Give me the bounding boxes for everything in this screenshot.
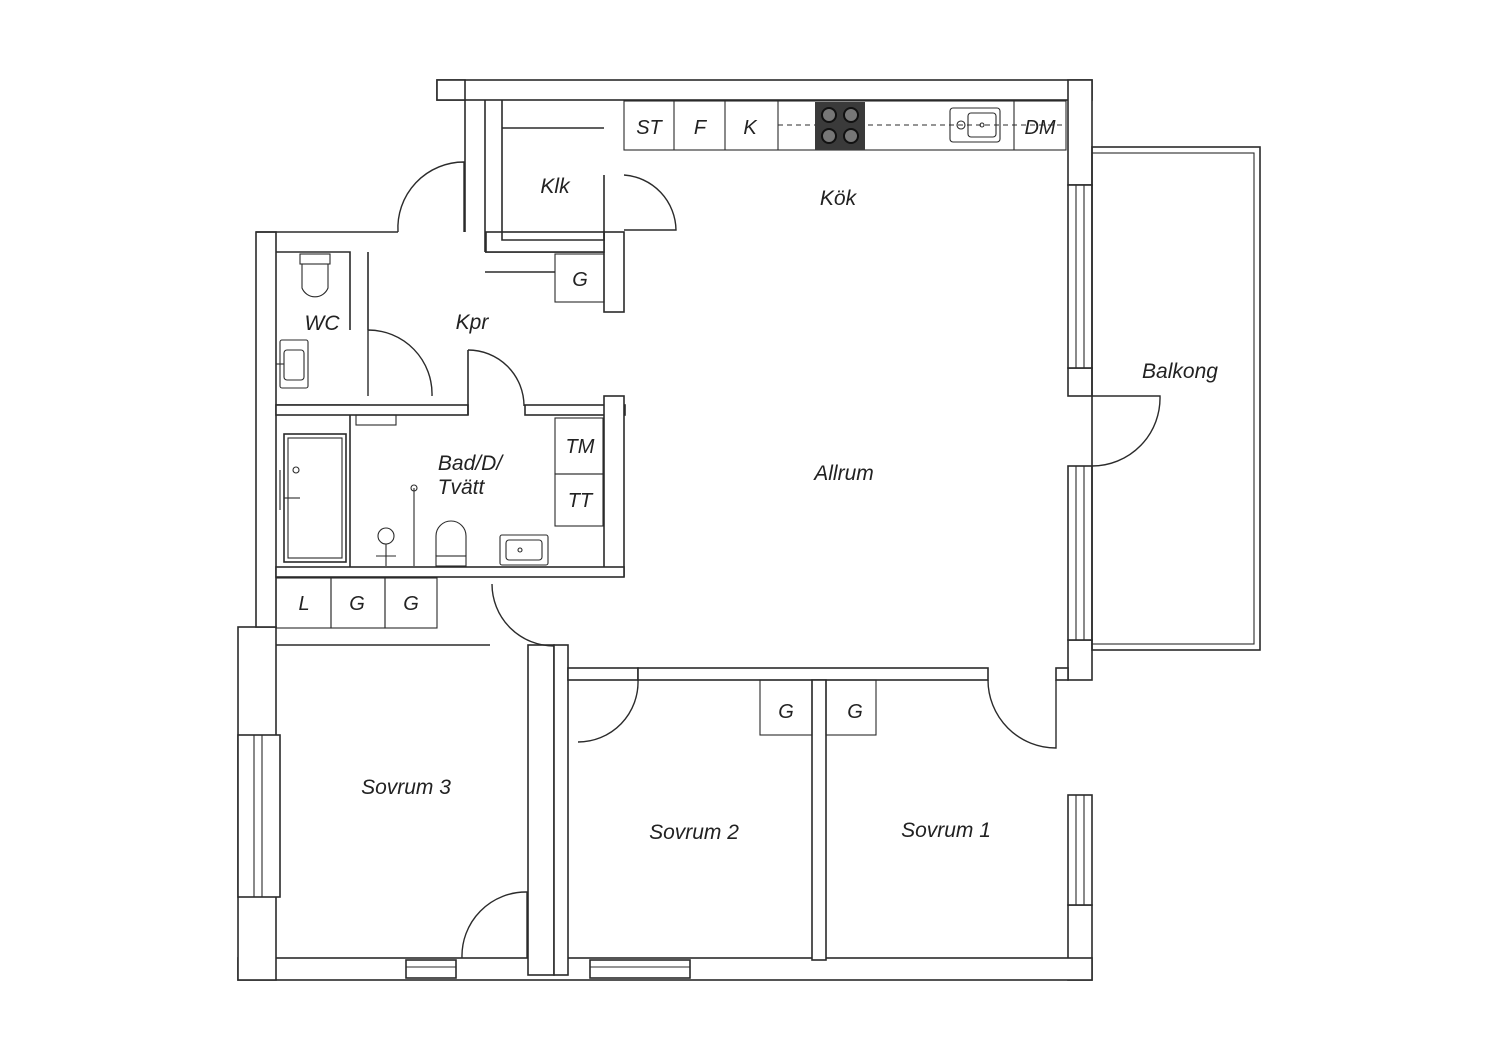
fixture-labels: ST F K DM TM TT L G G G G G — [298, 117, 1055, 723]
bathroom-fixtures — [276, 253, 549, 567]
kitchen-counter — [623, 100, 1067, 151]
washbasin-icon — [499, 534, 549, 566]
room-label-sovrum2: Sovrum 2 — [649, 821, 739, 844]
fixture-label-tm: TM — [566, 436, 595, 458]
fixture-label-k: K — [743, 117, 758, 139]
stove-icon — [815, 102, 865, 150]
fixture-label-f: F — [694, 117, 708, 139]
room-label-allrum: Allrum — [812, 462, 874, 485]
toilet-icon — [435, 520, 467, 567]
fixture-label-l: L — [298, 593, 309, 615]
room-label-kpr: Kpr — [456, 311, 490, 334]
shower-icon — [279, 433, 347, 563]
fixture-label-tt: TT — [568, 490, 594, 512]
fixture-label-g: G — [847, 701, 863, 723]
fixture-label-g: G — [572, 269, 588, 291]
fixture-label-g: G — [349, 593, 365, 615]
sink-icon — [949, 107, 1001, 143]
interior-walls — [256, 100, 1261, 976]
room-label-kok: Kök — [820, 187, 858, 210]
room-label-sovrum3: Sovrum 3 — [361, 776, 451, 799]
room-label-balkong: Balkong — [1142, 360, 1218, 383]
fixture-label-st: ST — [636, 117, 663, 139]
room-label-sovrum1: Sovrum 1 — [901, 819, 991, 842]
outer-walls — [237, 79, 1093, 981]
room-label-bad-line1: Bad/D/ — [438, 452, 504, 475]
room-label-bad-line2: Tvätt — [438, 476, 486, 499]
doors — [367, 161, 1161, 959]
room-label-wc: WC — [305, 312, 341, 335]
fixture-label-dm: DM — [1024, 117, 1055, 139]
tap-icon — [376, 527, 396, 566]
fixture-label-g: G — [778, 701, 794, 723]
washbasin-icon — [276, 339, 309, 389]
fixture-label-g: G — [403, 593, 419, 615]
room-label-klk: Klk — [540, 175, 571, 198]
toilet-icon — [299, 253, 331, 298]
room-labels: Kök Allrum Balkong Klk Kpr WC Bad/D/ Tvä… — [305, 175, 1219, 844]
